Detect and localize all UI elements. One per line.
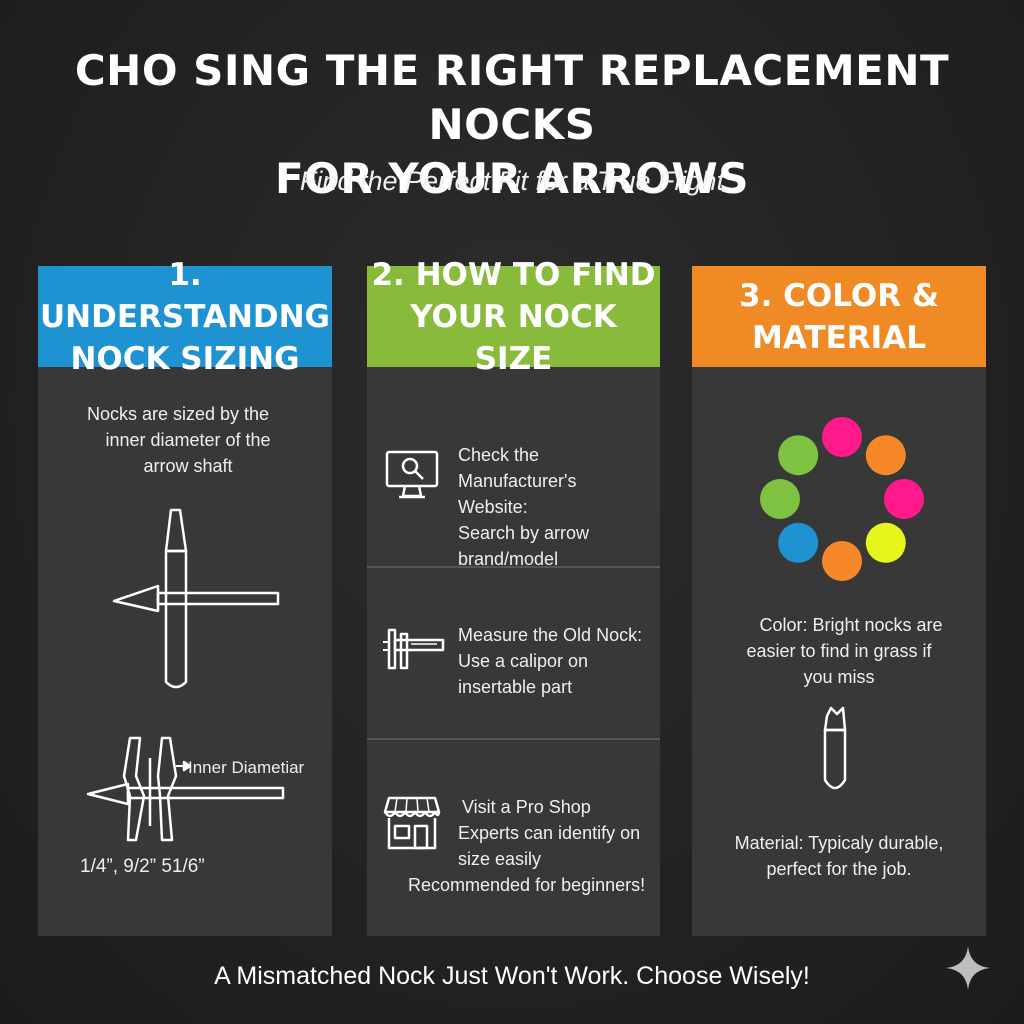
intro-line-1: Nocks are sized by the [86,404,270,424]
find-nock-size-panel: 2. HOW TO FIND YOUR NOCK SIZE Check the … [367,257,660,936]
measure-old-nock-text: Measure the Old Nock: Use a calipor on i… [458,622,658,700]
color-swatch [822,541,862,581]
color-swatch [778,522,819,563]
text-line: Measure the Old Nock: [458,625,643,645]
heading-line-2: YOUR NOCK SIZE [410,298,617,377]
find-nock-size-heading: 2. HOW TO FIND YOUR NOCK SIZE [367,257,660,377]
heading-line-1: 1. UNDERSTANDNG [39,256,331,335]
section-divider [367,738,660,740]
page-subtitle: Find the Perfect Fit for a True Flight [299,166,725,196]
color-material-panel: 3. COLOR & MATERIAL Color: Bright nocks … [692,266,986,936]
pro-shop-text: Visit a Pro Shop Experts can identify on… [408,794,658,898]
text-line: insertable part [458,677,573,697]
title-line-1: CHO SING THE RIGHT REPLACEMENT NOCKS [74,46,950,149]
section-divider [367,566,660,568]
text-line: Use a calipor on [458,651,589,671]
nock-sizes-text: 1/4”, 9/2” 51/6” [80,856,205,877]
title-line-2: FOR YOUR ARROWS [274,154,749,203]
color-swatch [822,417,862,457]
text-line: Website: [458,497,528,517]
text-line: Search by arrow [458,523,590,543]
heading-line-1: 2. HOW TO FIND [371,256,656,293]
inner-diameter-label: Inner Diametiar [188,758,305,777]
text-line: Recommended for beginners! [408,875,646,895]
nock-sizing-panel: 1. UNDERSTANDNG NOCK SIZING Nocks are si… [38,257,332,936]
color-swatch [778,435,819,476]
color-swatch [884,479,924,519]
nock-sizing-intro: Nocks are sized by the inner diameter of… [58,401,318,479]
color-swatches [760,417,924,581]
arrow-shaft-cross-icon [112,508,280,689]
nock-icon [823,706,847,790]
text-line: Color: Bright nocks are [759,615,943,635]
text-line: Check the Manufacturer's [458,445,577,491]
text-line: you miss [803,667,875,687]
caliper-diagram-icon [86,736,285,842]
text-line: Experts can identify on [458,823,641,843]
text-line: brand/model [458,549,559,569]
text-line: Material: Typicaly durable, [734,833,944,853]
color-swatch [760,479,800,519]
intro-line-2: inner diameter of the [105,430,271,450]
color-swatch [865,522,906,563]
manufacturer-website-text: Check the Manufacturer's Website: Search… [458,442,658,572]
heading-line-1: 3. COLOR & [739,277,939,314]
color-swatch [865,435,906,476]
shop-icon [383,796,441,850]
caliper-icon [383,628,445,670]
text-line: Visit a Pro Shop [462,797,591,817]
nock-sizing-heading: 1. UNDERSTANDNG NOCK SIZING [38,257,332,377]
text-line: easier to find in grass if [746,641,932,661]
heading-line-2: MATERIAL [752,319,926,356]
color-material-heading: 3. COLOR & MATERIAL [692,266,986,367]
text-line: perfect for the job. [766,859,912,879]
color-note: Color: Bright nocks are easier to find i… [702,612,976,690]
monitor-search-icon [385,450,439,499]
material-note: Material: Typicaly durable, perfect for … [702,830,976,882]
page-title: CHO SING THE RIGHT REPLACEMENT NOCKS FOR… [0,44,1024,206]
text-line: size easily [458,849,542,869]
sparkle-icon [946,946,990,990]
footer-tagline: A Mismatched Nock Just Won't Work. Choos… [214,962,810,990]
intro-line-3: arrow shaft [143,456,233,476]
heading-line-2: NOCK SIZING [70,340,300,377]
